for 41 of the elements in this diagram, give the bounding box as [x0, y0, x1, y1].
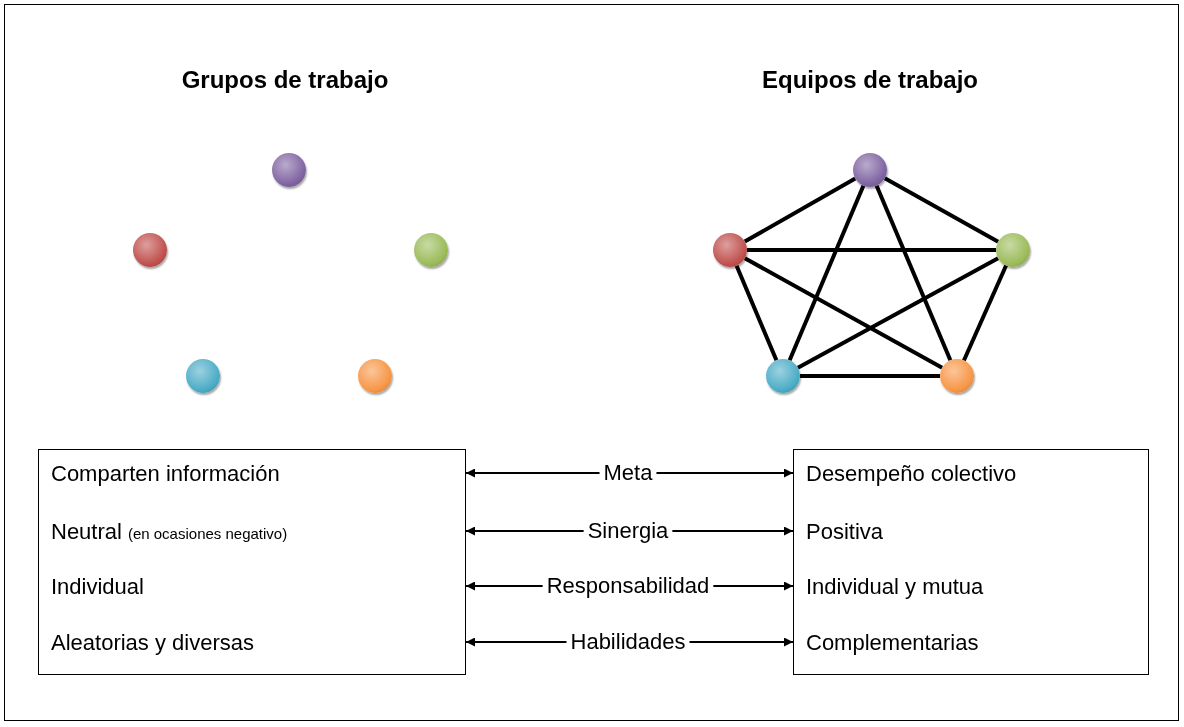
circle-node: [853, 153, 887, 187]
box-text: Individual: [51, 574, 144, 599]
arrow: [712, 581, 794, 591]
arrow: [655, 468, 794, 478]
box-text: Comparten información: [51, 461, 280, 486]
circle-node: [186, 359, 220, 393]
circle-node: [133, 233, 167, 267]
circle-node: [713, 233, 747, 267]
box-text: Aleatorias y diversas: [51, 630, 254, 655]
circle-node: [414, 233, 448, 267]
circle-node: [940, 359, 974, 393]
connector-line: [962, 264, 1008, 362]
circle-node: [996, 233, 1030, 267]
column-title: Equipos de trabajo: [762, 66, 978, 94]
circle-node: [766, 359, 800, 393]
connector-line: [883, 176, 1000, 244]
connector-line: [787, 184, 866, 362]
box-text: Desempeño colectivo: [806, 461, 1017, 486]
circle-node: [272, 153, 306, 187]
connector-line: [800, 374, 940, 378]
box-text: Complementarias: [806, 630, 979, 655]
arrow: [465, 468, 601, 478]
comparison-box: [793, 449, 1149, 675]
box-text: (en ocasiones negativo): [127, 525, 288, 542]
arrow: [688, 637, 794, 647]
arrow: [465, 581, 544, 591]
box-text: Individual y mutua: [806, 574, 984, 599]
column-title: Grupos de trabajo: [181, 66, 389, 94]
box-text: Positiva: [806, 519, 884, 544]
arrow: [465, 637, 568, 647]
arrow: [465, 526, 585, 536]
comparison-box: [38, 449, 466, 675]
connector-line: [743, 176, 857, 244]
connector-line: [796, 256, 1000, 370]
arrow: [671, 526, 794, 536]
box-text: Neutral: [51, 519, 122, 544]
circle-node: [358, 359, 392, 393]
connector-line: [743, 256, 944, 370]
connector-line: [874, 184, 953, 362]
connector-line: [747, 248, 996, 252]
connector-line: [734, 264, 779, 362]
